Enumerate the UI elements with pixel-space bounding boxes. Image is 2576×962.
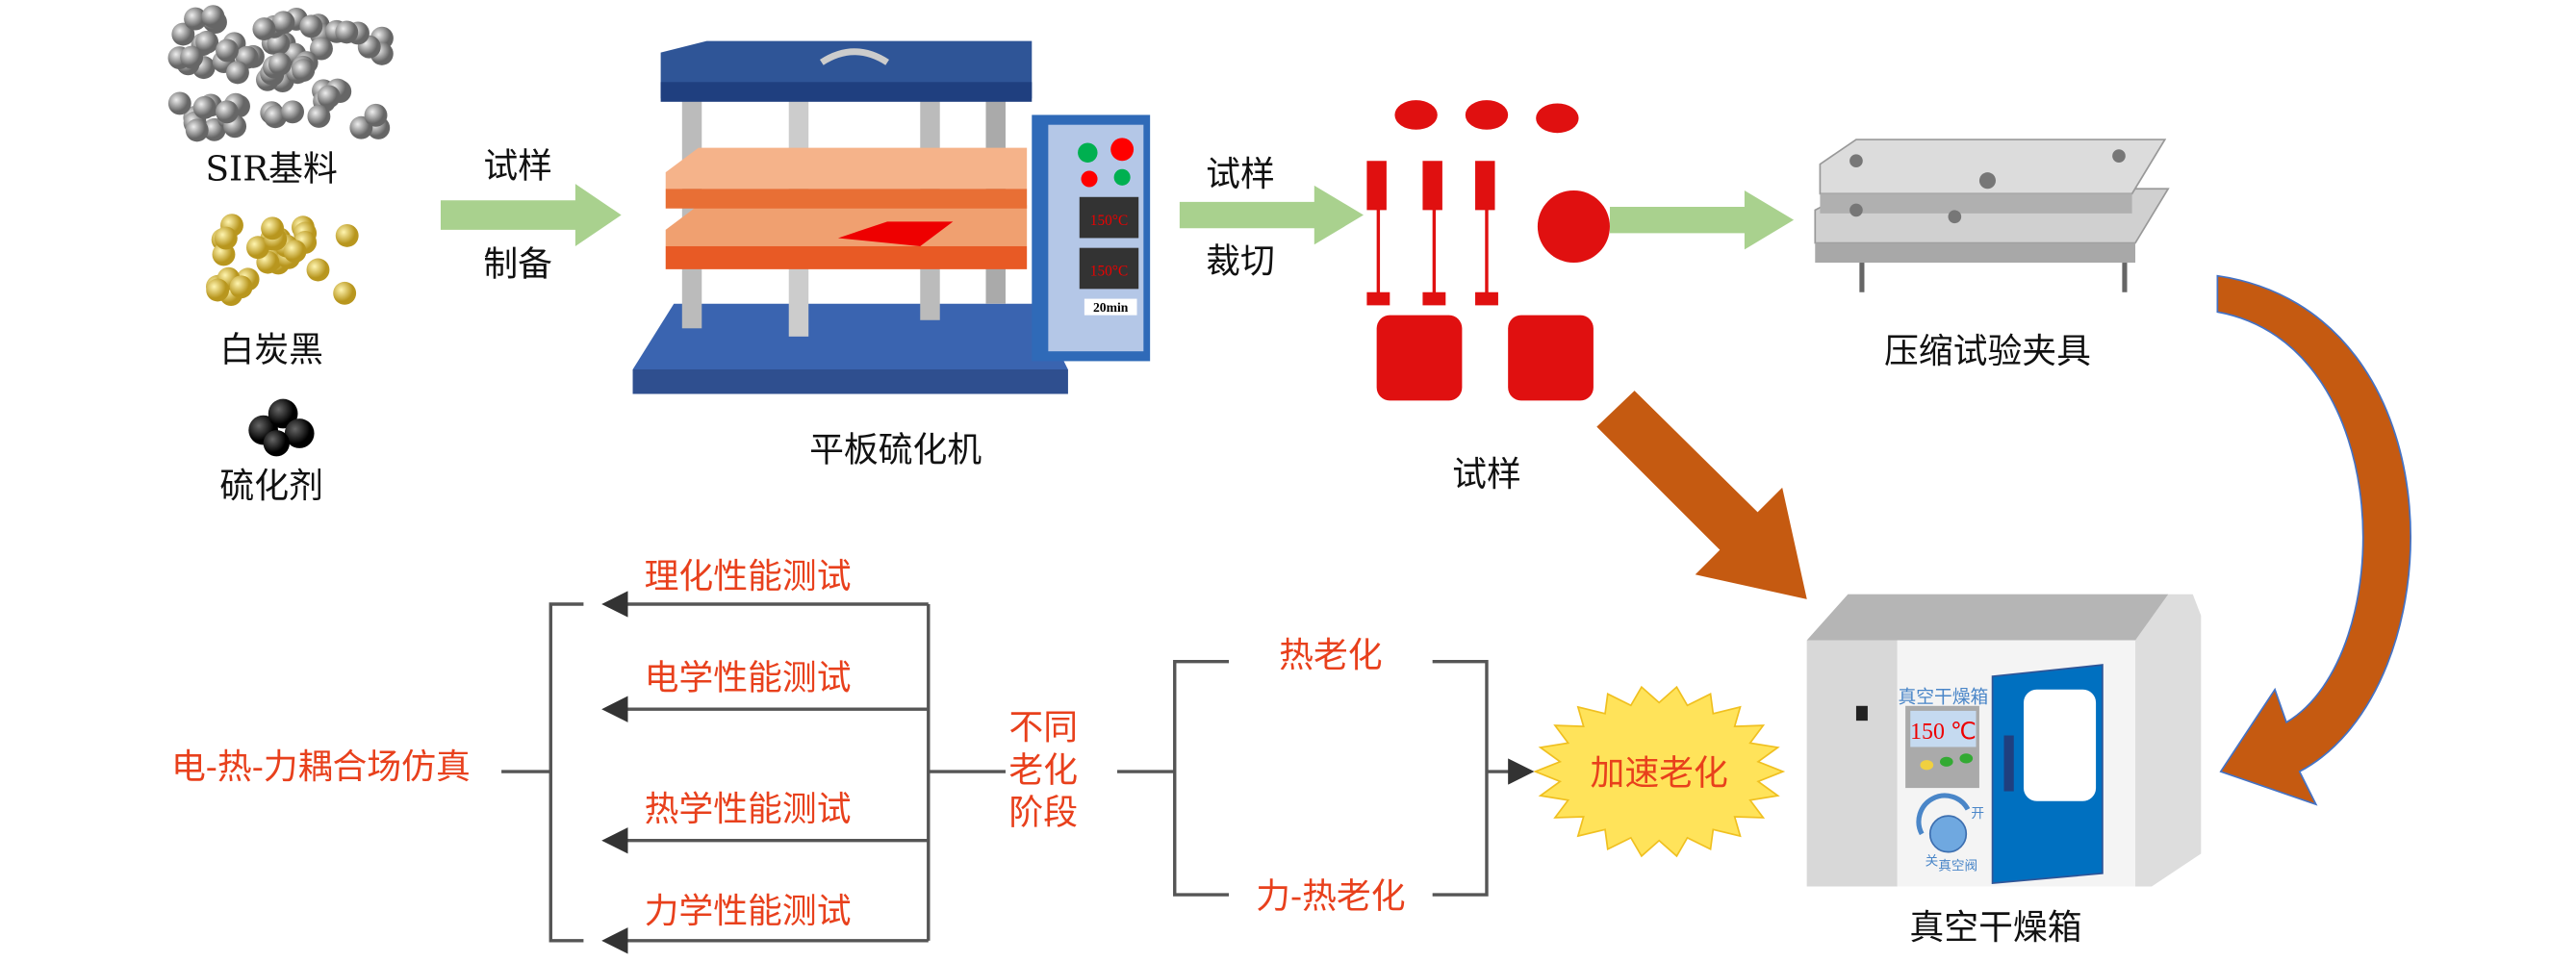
particle <box>268 52 292 76</box>
particle <box>245 236 269 260</box>
silica-particles-icon <box>206 214 359 307</box>
sir-label: SIR基料 <box>206 150 338 190</box>
step1-line2: 制备 <box>483 245 552 285</box>
particle <box>307 104 331 128</box>
oven-temperature: 150 ℃ <box>1910 720 1977 745</box>
step2-line2: 裁切 <box>1206 241 1275 281</box>
particle <box>184 7 208 31</box>
vulcanizing-press-icon: 150°C 150°C 20min <box>632 40 1151 394</box>
vacuum-oven-icon: 真空干燥箱 150 ℃ 开 关 真空阀 <box>1806 594 2202 887</box>
test-electrical: 电学性能测试 <box>645 659 852 698</box>
particle <box>335 223 359 247</box>
particle <box>192 95 217 119</box>
compression-clamp-icon <box>1814 139 2170 292</box>
oven-knob-off: 关 <box>1926 853 1939 869</box>
test-mechanical: 力学性能测试 <box>645 892 852 931</box>
test-thermal: 热学性能测试 <box>645 790 852 829</box>
simulation-label: 电-热-力耦合场仿真 <box>171 747 471 787</box>
particle <box>214 226 238 250</box>
particle <box>195 30 219 54</box>
particle <box>306 258 330 282</box>
press-timer: 20min <box>1093 300 1129 315</box>
aging-types-brace <box>1117 660 1535 897</box>
step2-line1: 试样 <box>1206 155 1275 194</box>
vulcanizer-label: 硫化剂 <box>219 467 322 506</box>
specimens-label: 试样 <box>1452 455 1521 494</box>
specimens-icon <box>1366 100 1610 401</box>
oven-knob-label: 真空阀 <box>1938 858 1977 873</box>
step1-line1: 试样 <box>483 146 552 186</box>
particle <box>216 38 239 63</box>
aging-stage-line3: 阶段 <box>1008 794 1078 833</box>
vulcanizer-particles-icon <box>248 398 315 457</box>
green-arrow-icon <box>1179 185 1364 245</box>
aging-stage-line2: 老化 <box>1008 750 1078 790</box>
accelerated-aging-label: 加速老化 <box>1591 754 1728 794</box>
particle <box>252 17 276 41</box>
oven-panel-title: 真空干燥箱 <box>1898 686 1988 707</box>
silica-label: 白炭黑 <box>219 330 322 369</box>
press-label: 平板硫化机 <box>809 431 982 470</box>
aging-stage-line1: 不同 <box>1008 708 1078 747</box>
particle <box>180 45 204 69</box>
green-arrow-icon <box>440 184 622 246</box>
diagonal-orange-arrow-icon <box>1596 391 1807 599</box>
particle <box>292 59 316 83</box>
particle <box>261 216 285 240</box>
aging-type-mech-thermal: 力-热老化 <box>1256 877 1405 917</box>
particle <box>215 100 239 124</box>
particle <box>310 37 333 61</box>
aging-type-thermal: 热老化 <box>1279 636 1382 675</box>
tests-brace <box>501 591 1006 954</box>
particle <box>229 275 253 299</box>
particle <box>171 22 195 46</box>
press-display-2: 150°C <box>1090 264 1128 280</box>
curved-orange-arrow-icon <box>2216 274 2411 806</box>
test-physicochemical: 理化性能测试 <box>645 557 852 596</box>
green-arrow-icon <box>1609 190 1795 250</box>
particle <box>283 240 307 264</box>
particle <box>281 100 305 124</box>
particle <box>185 118 209 142</box>
oven-knob-on: 开 <box>1971 806 1984 822</box>
particle <box>317 85 341 109</box>
sir-particles-icon <box>167 5 394 142</box>
particle <box>271 11 295 35</box>
particle <box>299 14 323 38</box>
oven-label: 真空干燥箱 <box>1909 908 2081 948</box>
particle <box>335 20 359 44</box>
particle <box>206 278 230 302</box>
particle <box>364 103 388 127</box>
particle <box>225 61 249 85</box>
accelerated-aging-burst-icon <box>1533 685 1786 858</box>
particle <box>333 281 357 305</box>
particle <box>167 91 191 115</box>
particle <box>264 105 288 129</box>
clamp-label: 压缩试验夹具 <box>1884 332 2091 371</box>
press-display-1: 150°C <box>1090 213 1128 229</box>
particle <box>201 5 225 29</box>
